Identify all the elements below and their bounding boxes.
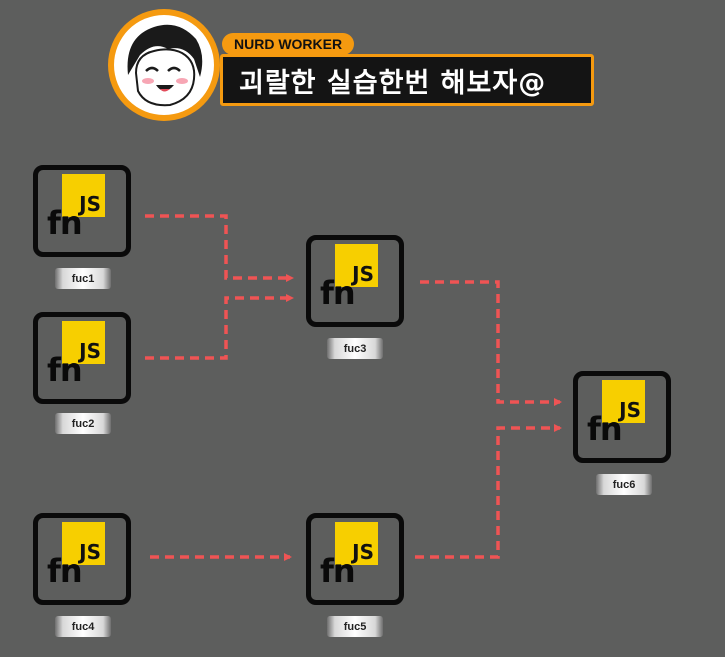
function-icon: fn [320,552,356,590]
page-title: 괴랄한 실습한번 해보자@ [239,68,547,99]
function-icon: fn [320,274,356,312]
node-label-fuc4: fuc4 [55,616,111,637]
js-badge-icon: JS [62,522,105,565]
node-fuc3[interactable]: JS fn [306,235,404,327]
function-icon: fn [47,351,83,389]
js-badge-icon: JS [335,522,378,565]
js-badge-icon: JS [335,244,378,287]
author-tag: NURD WORKER [222,33,355,55]
node-label-fuc6: fuc6 [596,474,652,495]
connector-fuc2-to-fuc3 [145,294,294,360]
js-badge-icon: JS [62,321,105,364]
connector-fuc1-to-fuc3 [145,214,294,282]
connector-fuc3-to-fuc6 [420,280,562,406]
function-icon: fn [47,204,83,242]
node-label-fuc1: fuc1 [55,268,111,289]
node-fuc2[interactable]: JS fn [33,312,131,404]
connector-fuc5-to-fuc6 [415,424,562,559]
node-fuc5[interactable]: JS fn [306,513,404,605]
title-banner: 괴랄한 실습한번 해보자@ [220,54,594,106]
avatar-face-icon [127,24,203,107]
node-fuc4[interactable]: JS fn [33,513,131,605]
node-frame [306,235,404,327]
node-label-fuc5: fuc5 [327,616,383,637]
node-label-fuc3: fuc3 [327,338,383,359]
node-fuc1[interactable]: JS fn [33,165,131,257]
avatar [108,9,220,121]
js-badge-icon: JS [62,174,105,217]
node-label-fuc2: fuc2 [55,413,111,434]
function-icon: fn [47,552,83,590]
node-fuc6[interactable]: JS fn [573,371,671,463]
function-icon: fn [587,410,623,448]
js-badge-icon: JS [602,380,645,423]
